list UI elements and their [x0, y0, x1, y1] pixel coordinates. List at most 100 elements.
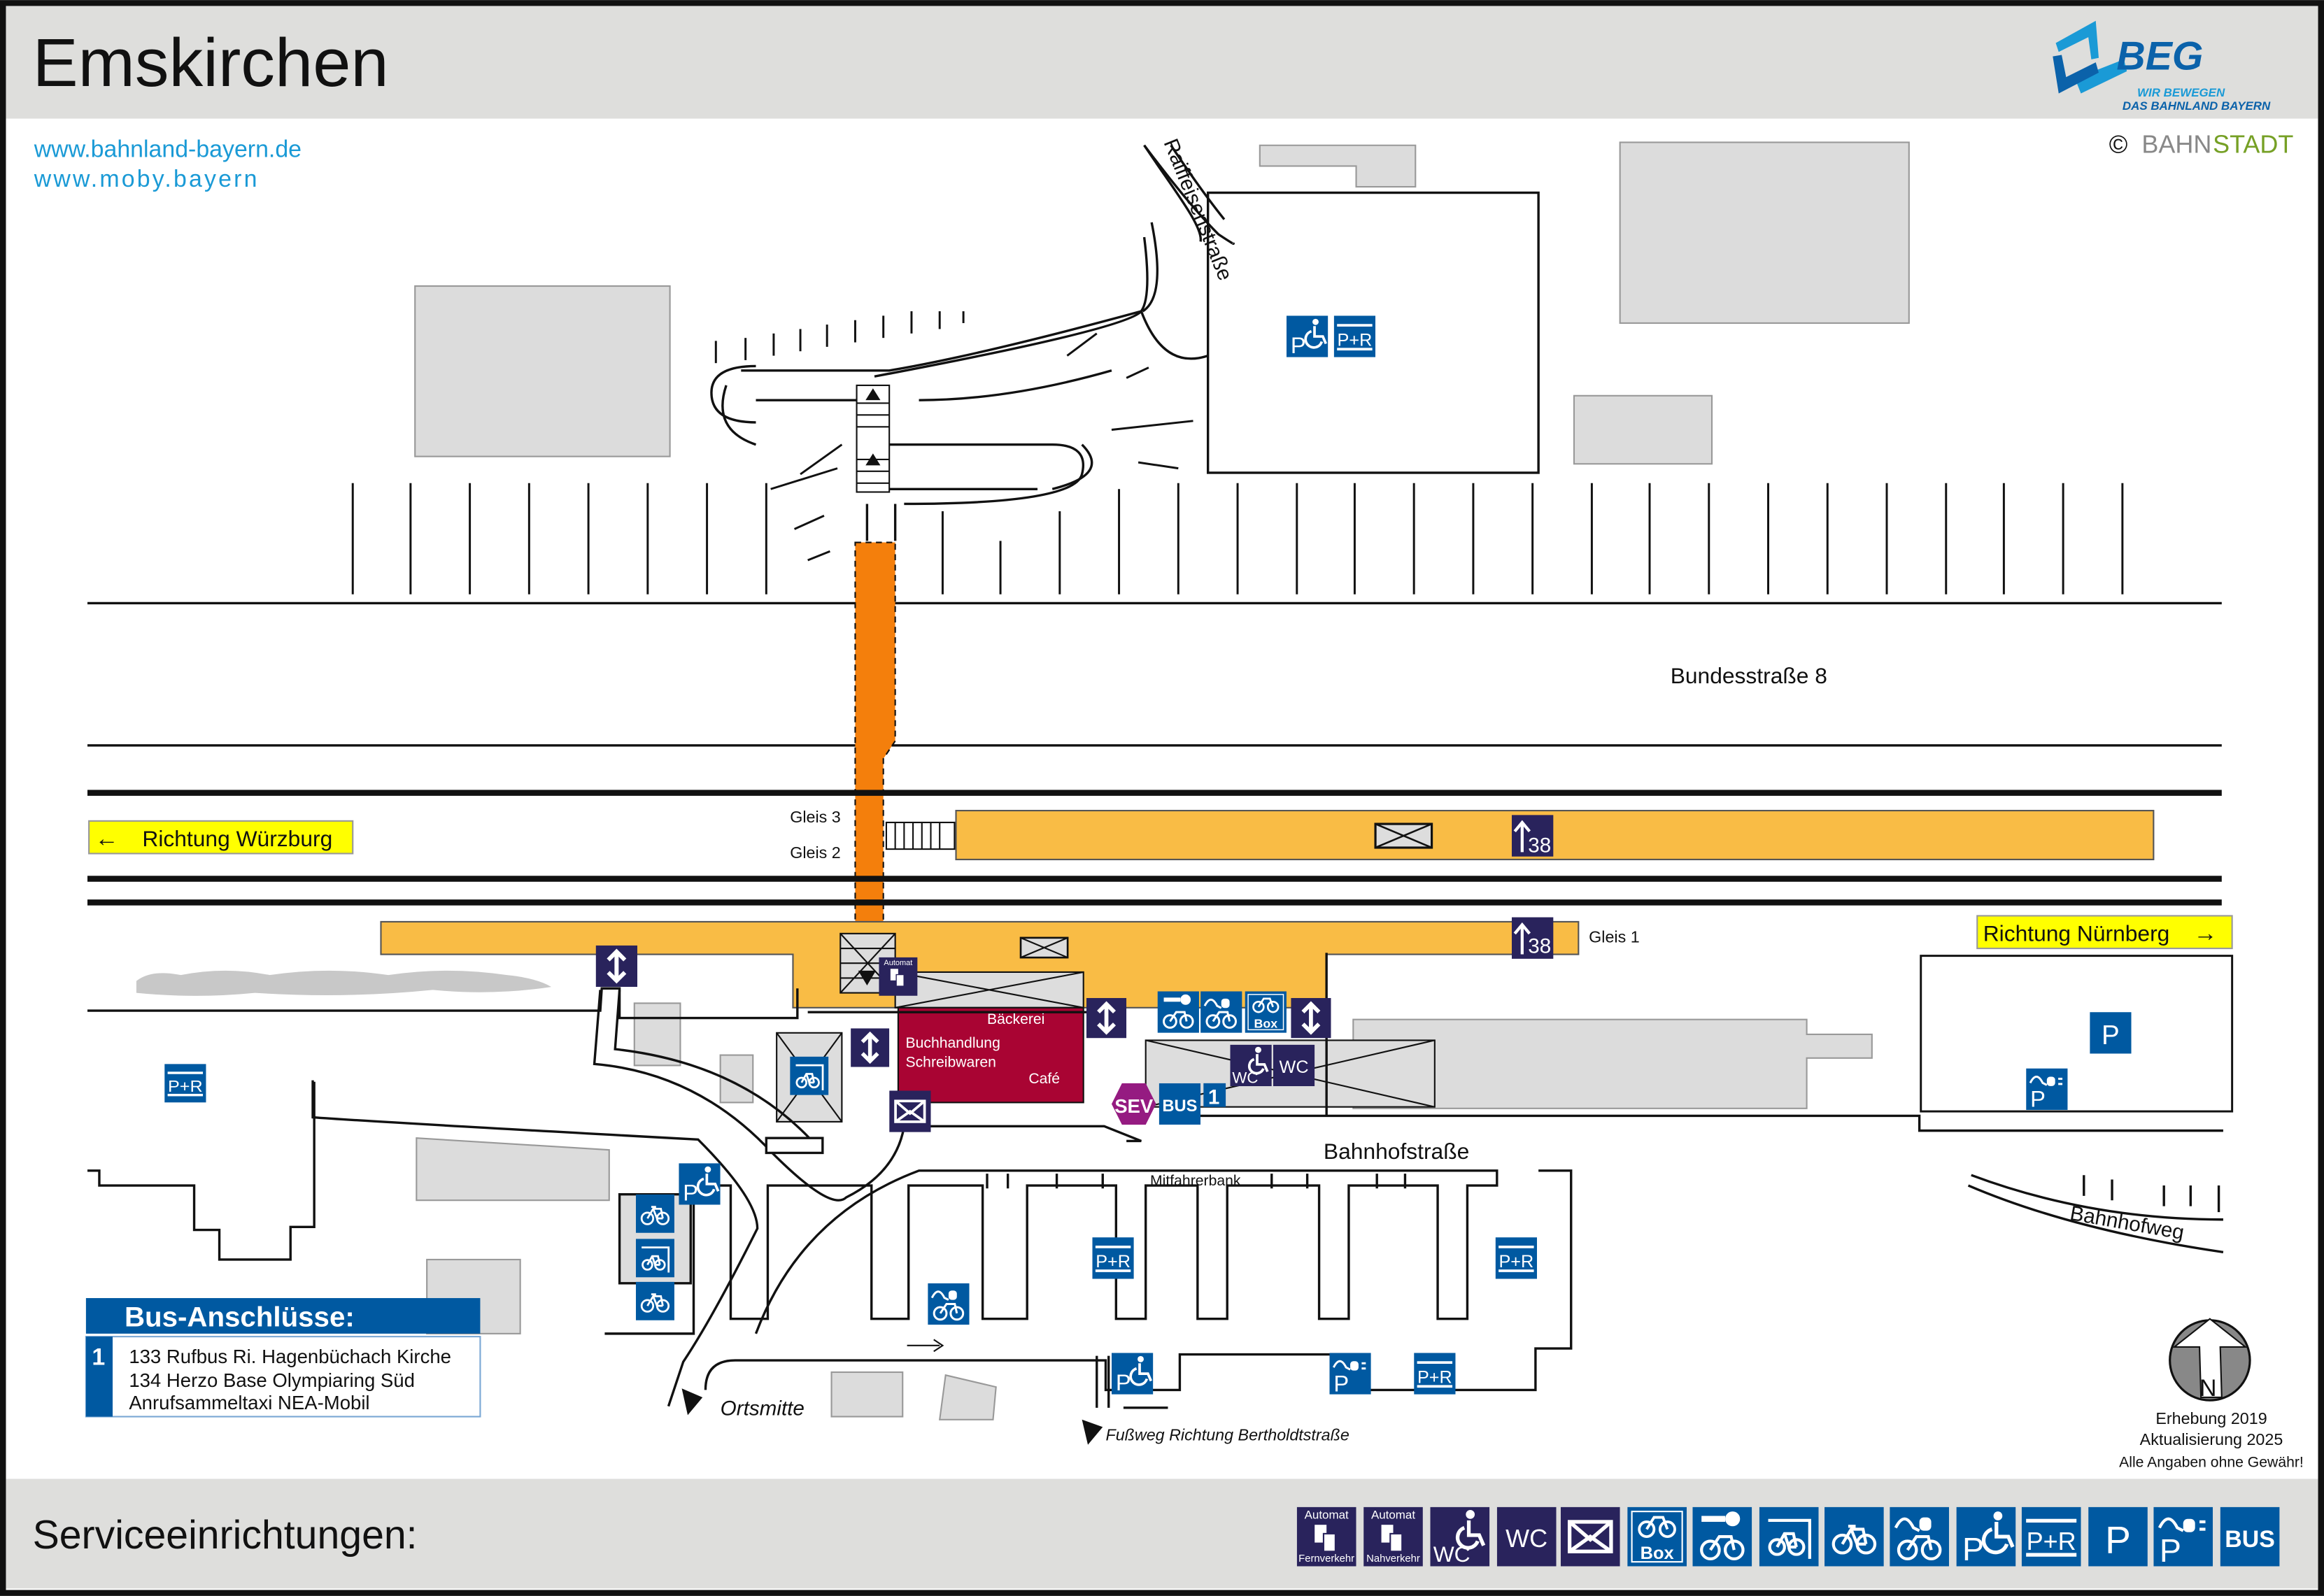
bus-line: 134 Herzo Base Olympiaring Süd	[129, 1369, 415, 1391]
legend-bike-box-icon: Box	[1627, 1506, 1687, 1567]
svg-text:P: P	[2105, 1518, 2131, 1561]
svg-text:Richtung Nürnberg: Richtung Nürnberg	[1983, 920, 2170, 946]
legend-bike-parking-icon	[1825, 1507, 1884, 1567]
svg-text:Buchhandlung: Buchhandlung	[905, 1035, 1000, 1051]
bike-locker-icon	[1157, 991, 1199, 1033]
svg-text:P+R: P+R	[2027, 1527, 2076, 1555]
elevator-icon	[851, 1028, 889, 1067]
svg-text:DAS BAHNLAND BAYERN: DAS BAHNLAND BAYERN	[2123, 99, 2271, 113]
track-label-gleis-2: Gleis 2	[790, 843, 841, 862]
bike-parking-icon	[635, 1194, 674, 1233]
hedge	[136, 970, 552, 996]
survey-year: Erhebung 2019	[2155, 1409, 2267, 1427]
parking-charging-icon: P	[1329, 1353, 1371, 1396]
bike-parking-icon	[635, 1281, 674, 1320]
park-and-ride-icon: P+R	[1495, 1237, 1538, 1279]
bus-box-stop: 1	[92, 1344, 105, 1370]
parking-accessible-icon: P	[1286, 315, 1328, 358]
direction-wuerzburg: ← Richtung Würzburg	[88, 820, 354, 855]
one-way-arrow	[907, 1339, 944, 1353]
street-bundesstrasse-8: Bundesstraße 8	[1671, 663, 1827, 688]
svg-text:WC: WC	[1232, 1069, 1258, 1087]
park-and-ride-icon: P+R	[1414, 1353, 1456, 1395]
legend-automat-fernverkehr: Automat Fernverkehr	[1296, 1506, 1356, 1567]
svg-text:BEG: BEG	[2116, 34, 2203, 79]
link-moby-bayern[interactable]: www.moby.bayern	[34, 166, 260, 192]
svg-text:P+R: P+R	[1498, 1252, 1533, 1271]
street-bahnhofstrasse: Bahnhofstraße	[1324, 1139, 1469, 1164]
legend-parking-accessible-icon: P	[1957, 1507, 2016, 1567]
svg-text:Fernverkehr: Fernverkehr	[1298, 1553, 1354, 1565]
svg-text:38: 38	[1528, 934, 1551, 957]
disclaimer: Alle Angaben ohne Gewähr!	[2119, 1455, 2304, 1471]
svg-text:BAHN: BAHN	[2141, 129, 2211, 158]
update-year: Aktualisierung 2025	[2140, 1430, 2283, 1448]
legend-bike-locker-icon	[1692, 1507, 1752, 1567]
svg-text:←: ←	[95, 825, 119, 852]
svg-text:Bäckerei: Bäckerei	[987, 1011, 1044, 1027]
label-ortsmitte: Ortsmitte	[721, 1397, 805, 1420]
track-label-gleis-3: Gleis 3	[790, 808, 841, 826]
bike-box-icon: Box	[1245, 991, 1287, 1033]
platform-gleis-2-3	[955, 809, 2155, 860]
parking-markers	[351, 311, 2124, 594]
link-bahnland-bayern[interactable]: www.bahnland-bayern.de	[34, 136, 302, 163]
parking-accessible-icon: P	[1111, 1353, 1154, 1395]
legend-automat-nahverkehr: Automat Nahverkehr	[1363, 1506, 1423, 1567]
svg-text:→: →	[2194, 920, 2218, 946]
svg-text:P: P	[1333, 1370, 1349, 1396]
north-arrow-icon: N	[2169, 1318, 2251, 1402]
svg-text:P: P	[1291, 332, 1306, 358]
platform-height-badge-gleis-1: 38	[1511, 917, 1554, 959]
arrow-fussweg-icon	[1082, 1419, 1103, 1445]
ticket-machine-icon: Automat	[879, 957, 918, 996]
svg-text:Automat: Automat	[884, 959, 912, 967]
svg-text:P: P	[1962, 1531, 1984, 1567]
svg-text:STADT: STADT	[2213, 129, 2293, 158]
svg-text:38: 38	[1528, 834, 1551, 857]
elevator-icon	[1086, 998, 1126, 1038]
arrow-ortsmitte-icon	[681, 1388, 703, 1416]
svg-text:P+R: P+R	[1338, 330, 1373, 350]
header-band	[6, 6, 2318, 119]
svg-text:SEV: SEV	[1114, 1095, 1154, 1117]
svg-text:Café: Café	[1028, 1071, 1060, 1087]
svg-text:Nahverkehr: Nahverkehr	[1366, 1553, 1420, 1565]
svg-text:Box: Box	[1254, 1016, 1278, 1030]
parking-lot-east	[1920, 955, 2234, 1113]
legend-wc-icon: WC	[1496, 1506, 1557, 1567]
wc-accessible-icon: WC	[1230, 1044, 1272, 1087]
svg-text:P+R: P+R	[1417, 1367, 1452, 1387]
park-and-ride-icon: P+R	[164, 1064, 206, 1103]
bus-stop-icon: BUS	[1159, 1083, 1201, 1125]
svg-text:WC: WC	[1280, 1057, 1309, 1077]
legend-bus-icon: BUS	[2220, 1506, 2280, 1567]
park-and-ride-icon: P+R	[1092, 1237, 1134, 1279]
svg-text:Richtung Würzburg: Richtung Würzburg	[142, 826, 332, 851]
svg-text:P: P	[2102, 1020, 2120, 1050]
svg-text:Automat: Automat	[1371, 1509, 1415, 1522]
bus-line: 133 Rufbus Ri. Hagenbüchach Kirche	[129, 1346, 451, 1367]
legend-park-and-ride-icon: P+R	[2021, 1506, 2081, 1567]
legend-bike-covered-icon	[1759, 1507, 1819, 1567]
label-fussweg-bertholdtstrasse: Fußweg Richtung Bertholdtstraße	[1105, 1425, 1349, 1444]
svg-text:WIR BEWEGEN: WIR BEWEGEN	[2137, 86, 2225, 99]
svg-text:N: N	[2199, 1375, 2216, 1402]
svg-text:P: P	[2030, 1086, 2046, 1112]
direction-nuernberg: Richtung Nürnberg →	[1976, 915, 2233, 950]
bus-box-title: Bus-Anschlüsse:	[125, 1301, 355, 1332]
bus-stop-number: 1	[1203, 1083, 1226, 1109]
svg-text:P: P	[2160, 1532, 2181, 1569]
shop-block: Bäckerei Buchhandlung Schreibwaren Café	[897, 1006, 1084, 1104]
parking-icon: P	[2090, 1012, 2132, 1054]
park-and-ride-icon: P+R	[1333, 315, 1376, 357]
page-title: Emskirchen	[33, 24, 389, 101]
svg-text:WC: WC	[1505, 1524, 1547, 1553]
parking-two-wheeler-icon	[928, 1283, 970, 1325]
parking-accessible-icon: P	[679, 1163, 721, 1206]
bike-covered-icon	[790, 1056, 829, 1095]
legend-parking-charging-icon: P	[2153, 1507, 2213, 1569]
tracks	[87, 790, 2222, 906]
svg-text:WC: WC	[1433, 1541, 1471, 1567]
